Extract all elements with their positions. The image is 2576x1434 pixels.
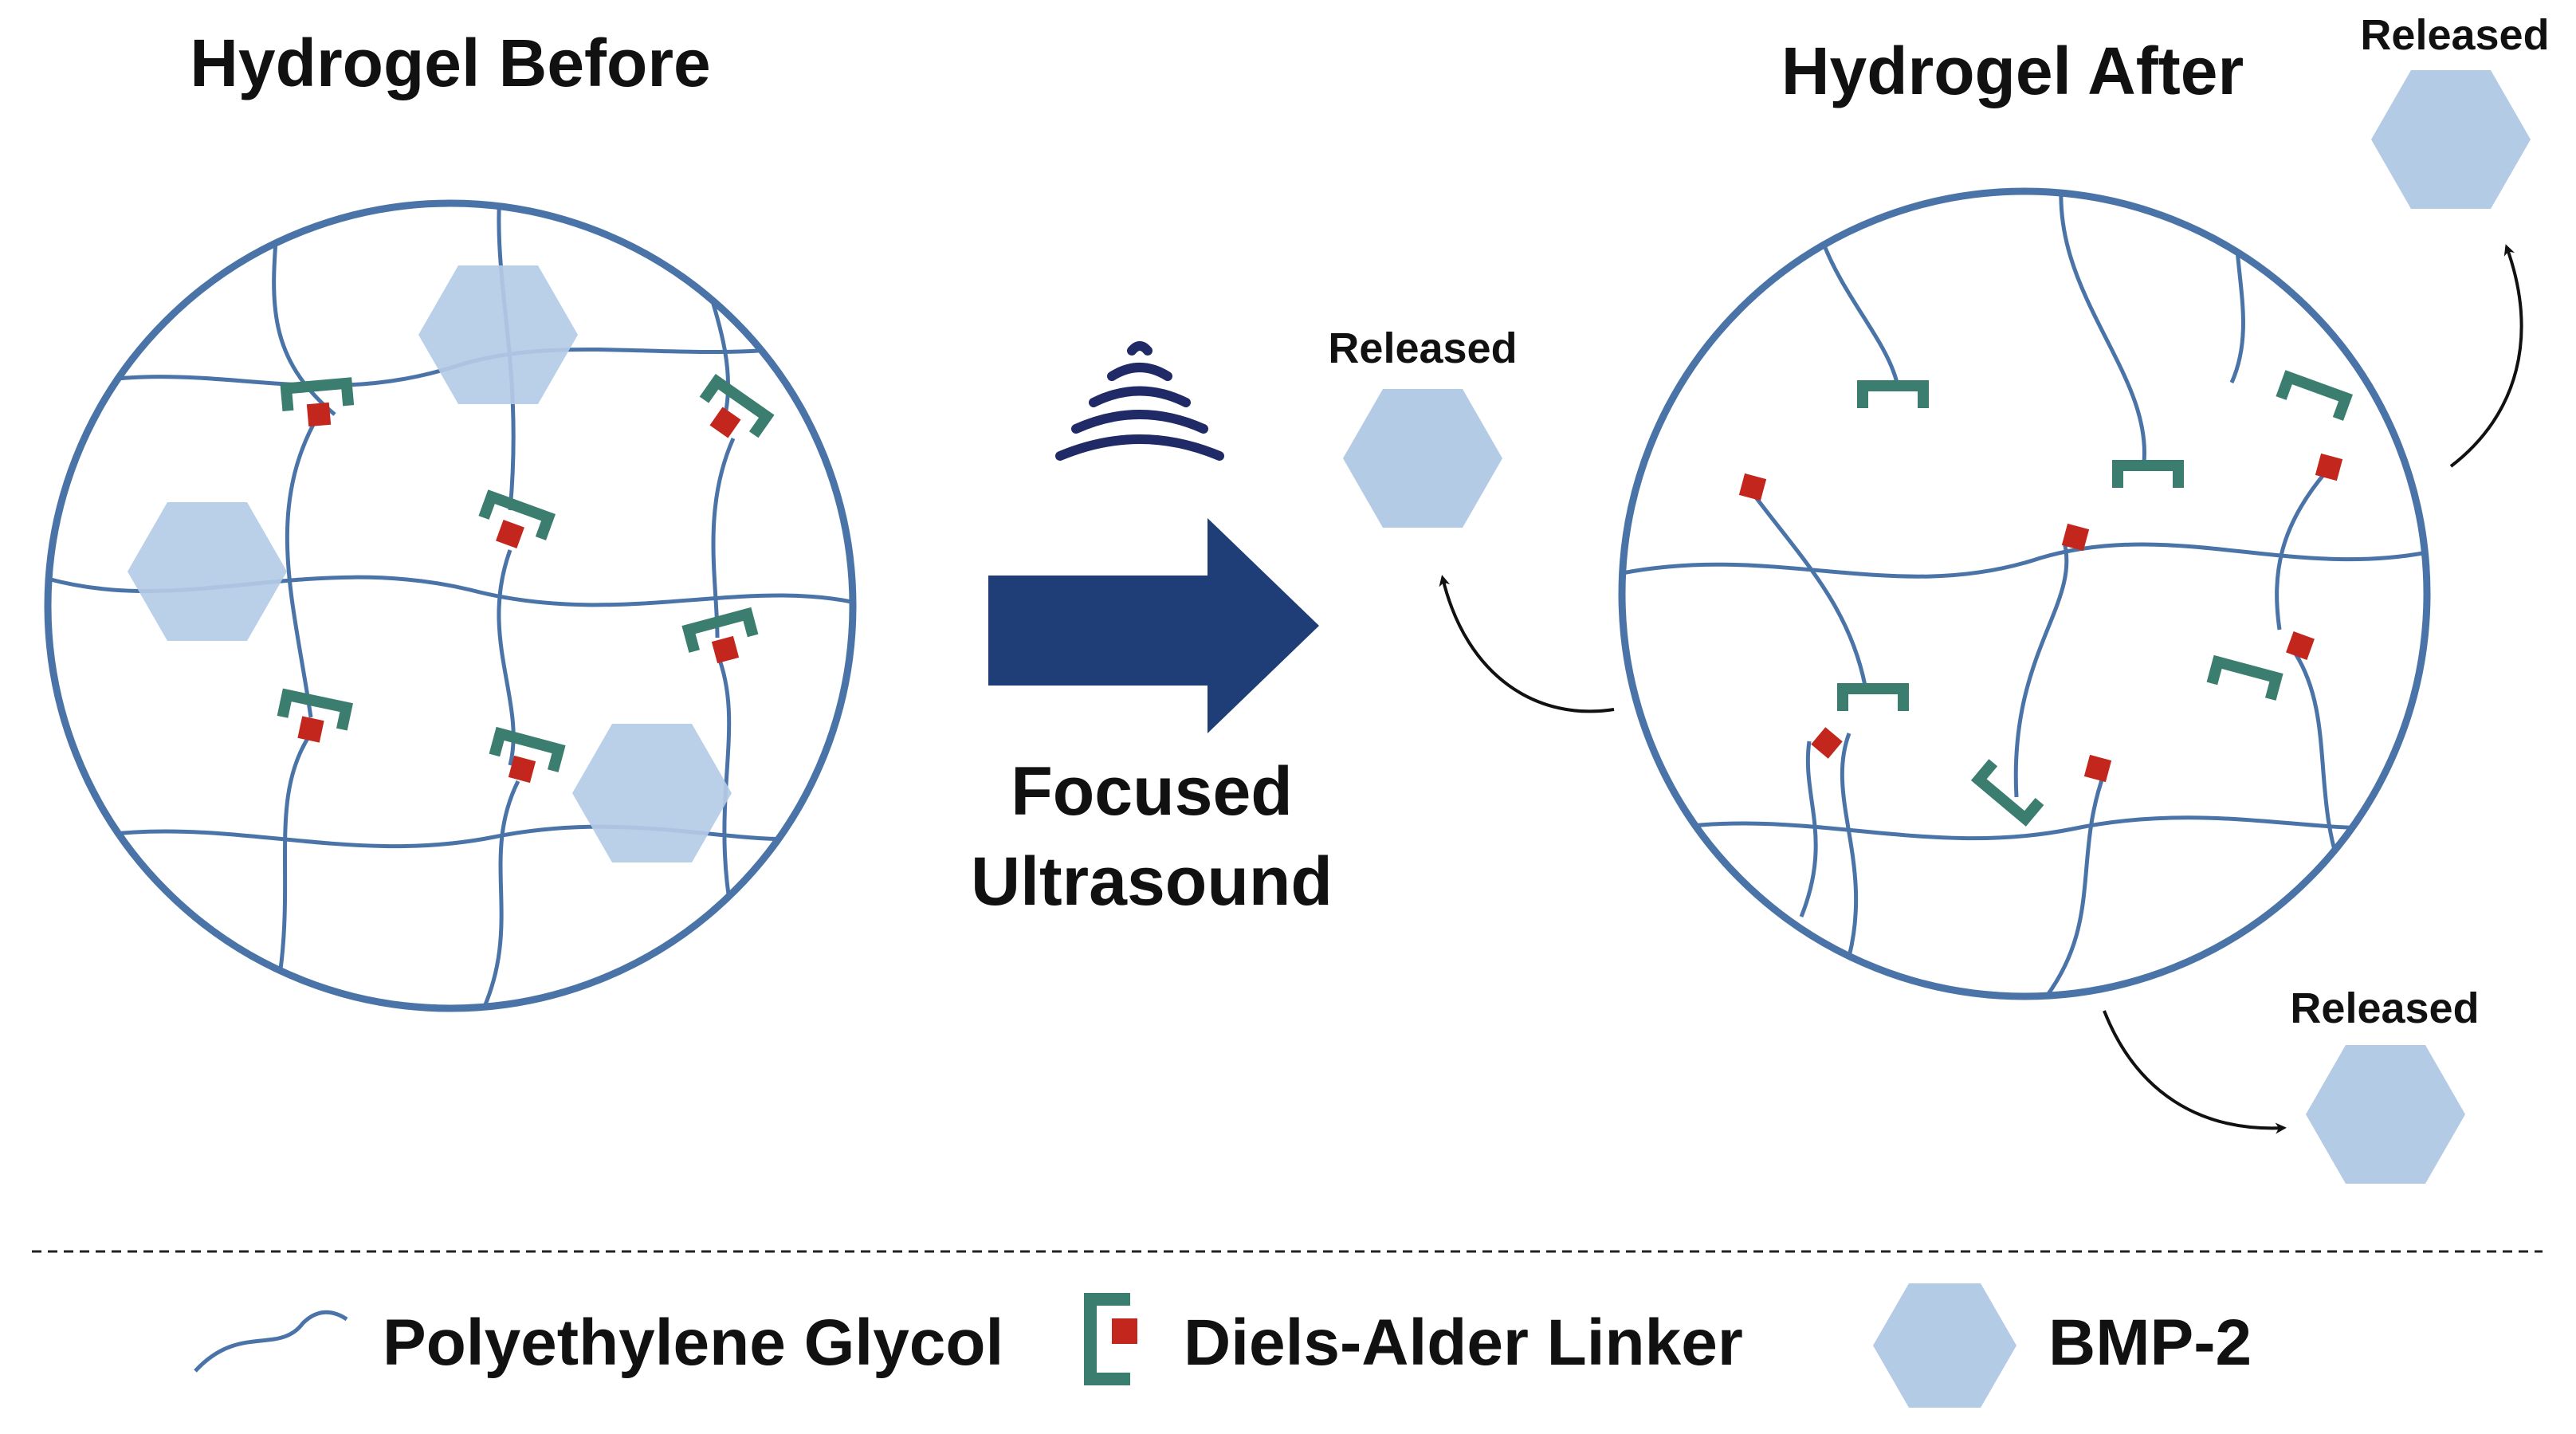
- legend-protein-hexagon-icon: [1873, 1283, 2016, 1408]
- linker-core: [2061, 523, 2090, 552]
- diels-alder-linker: [478, 489, 556, 548]
- linker-bracket-half: [2112, 460, 2184, 488]
- linker-core: [2083, 754, 2112, 783]
- legend-peg-label: Polyethylene Glycol: [383, 1306, 1003, 1379]
- diels-alder-linker: [277, 688, 353, 743]
- before-hydrogel-boundary: [44, 199, 857, 1012]
- released-label: Released: [2360, 11, 2549, 59]
- diels-alder-linker: [699, 373, 775, 438]
- legend-linker-icon: [1084, 1293, 1137, 1385]
- diels-alder-linker: [489, 726, 566, 784]
- after-network: [1622, 191, 2427, 996]
- linker-core: [1811, 727, 1843, 759]
- trigger-label-line2: Ultrasound: [971, 843, 1333, 920]
- legend-linker-label: Diels-Alder Linker: [1184, 1306, 1743, 1379]
- legend: Polyethylene Glycol Diels-Alder Linker B…: [194, 1283, 2252, 1408]
- bmp2-hexagon: [418, 265, 578, 404]
- before-title: Hydrogel Before: [190, 26, 710, 100]
- linker-bracket-half: [2206, 654, 2283, 701]
- linker-core: [2315, 453, 2343, 481]
- released-label: Released: [2290, 984, 2479, 1032]
- bmp2-hexagon: [572, 724, 732, 862]
- release-arrow: [1439, 575, 1615, 713]
- legend-protein-label: BMP-2: [2048, 1306, 2252, 1379]
- diels-alder-linker: [681, 607, 759, 664]
- linker-bracket-half: [1857, 380, 1929, 408]
- after-title: Hydrogel After: [1781, 33, 2244, 108]
- legend-peg-line-icon: [194, 1310, 348, 1373]
- release-arrow: [2103, 1010, 2287, 1134]
- trigger-label-line1: Focused: [1011, 753, 1293, 830]
- linker-core: [2286, 631, 2315, 660]
- released-label: Released: [1328, 324, 1517, 372]
- bmp2-hexagon: [128, 502, 287, 641]
- ultrasound-waves-icon: [1055, 341, 1224, 461]
- linker-core: [1738, 473, 1767, 501]
- bmp2-hexagon: [2306, 1045, 2465, 1184]
- bmp2-hexagon: [1343, 389, 1502, 528]
- diels-alder-linker: [280, 377, 355, 427]
- linker-bracket-half: [2276, 370, 2353, 421]
- linker-bracket-half: [1970, 759, 2044, 827]
- release-arrow: [2449, 244, 2523, 468]
- right-arrow-icon: [988, 518, 1319, 733]
- bmp2-hexagon: [2371, 70, 2531, 209]
- linker-bracket-half: [1837, 683, 1909, 711]
- after-hydrogel-boundary: [1618, 187, 2431, 1000]
